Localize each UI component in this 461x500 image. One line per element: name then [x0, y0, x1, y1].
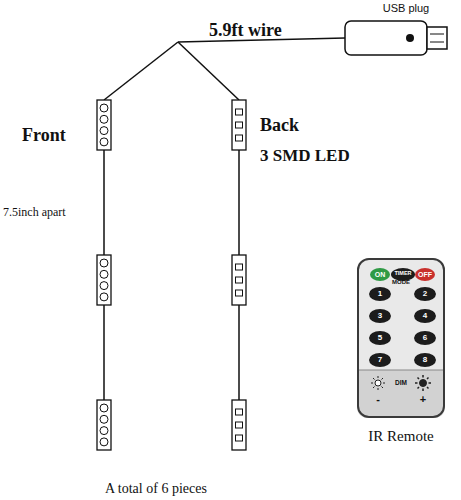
led-piece: [232, 255, 246, 305]
usb-wire: [104, 38, 345, 400]
smd-led: [236, 277, 243, 283]
node-text: 6: [423, 334, 427, 342]
remote-body: [357, 258, 445, 418]
led-bulb: [100, 104, 108, 112]
led-bulb: [100, 427, 108, 435]
smd-led: [236, 264, 243, 270]
number-button: 8: [414, 353, 436, 367]
node-text: OFF: [418, 271, 432, 278]
side-label: Front: [22, 126, 66, 144]
smd-led: [236, 290, 243, 296]
front-wire: [104, 42, 178, 100]
dim-label: DIM: [395, 380, 407, 387]
led-piece: [232, 100, 246, 150]
led-piece: [97, 100, 111, 150]
number-button: 5: [369, 331, 391, 345]
dim-minus: -: [376, 394, 380, 405]
back-wire: [178, 42, 239, 100]
led-bulb: [100, 293, 108, 301]
mode-label: MODE: [392, 279, 410, 285]
off-button: OFF: [415, 268, 435, 281]
node-text: 1: [378, 290, 382, 298]
node-text: 5: [378, 334, 382, 342]
smd-led: [236, 122, 243, 128]
front-led-pieces: [97, 100, 111, 450]
number-button: 3: [369, 309, 391, 323]
led-bulb: [100, 282, 108, 290]
node-text: 3: [378, 312, 382, 320]
led-piece: [97, 400, 111, 450]
led-bulb: [100, 127, 108, 135]
led-bulb: [100, 438, 108, 446]
spacing-dimension: 7.5inch apart: [3, 206, 66, 218]
smd-led: [236, 135, 243, 141]
led-piece: [97, 255, 111, 305]
led-bulb: [100, 115, 108, 123]
usb-plug-label: USB plug: [366, 2, 446, 18]
smd-led: [236, 409, 243, 415]
number-button: 1: [369, 287, 391, 301]
node-text: 8: [423, 356, 427, 364]
led-bulb: [100, 270, 108, 278]
node-text: USB plug: [383, 2, 429, 14]
led-piece: [232, 400, 246, 450]
usb-plug: [345, 21, 447, 55]
led-bulb: [100, 259, 108, 267]
node-text: ON: [375, 271, 386, 278]
led-bulb: [100, 404, 108, 412]
smd-led: [236, 435, 243, 441]
remote-caption: IR Remote: [368, 428, 433, 445]
number-button: 2: [414, 287, 436, 301]
wire-length: 5.9ft wire: [209, 21, 282, 39]
node-text: 4: [423, 312, 427, 320]
dim-plus: +: [420, 394, 426, 405]
led-type: 3 SMD LED: [260, 147, 350, 164]
smd-led: [236, 422, 243, 428]
back-led-pieces: [232, 100, 246, 450]
led-bulb: [100, 138, 108, 146]
piece-count: A total of 6 pieces: [105, 482, 207, 496]
node-text: 7: [378, 356, 382, 364]
number-button: 4: [414, 309, 436, 323]
side-label: Back: [260, 116, 299, 134]
on-button: ON: [370, 268, 390, 281]
smd-led: [236, 109, 243, 115]
number-button: 6: [414, 331, 436, 345]
node-text: TIMER: [394, 271, 411, 277]
node-text: 2: [423, 290, 427, 298]
timer-button: TIMER: [391, 268, 415, 281]
led-bulb: [100, 415, 108, 423]
number-button: 7: [369, 353, 391, 367]
dim-sun-icon: [371, 375, 431, 391]
